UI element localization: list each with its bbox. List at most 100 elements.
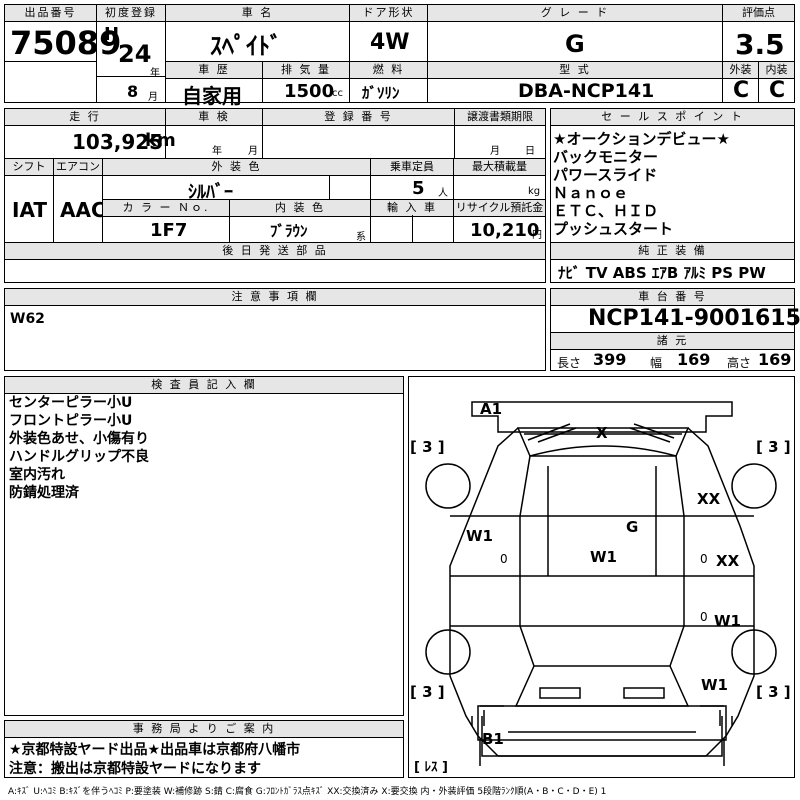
office-label: 事 務 局 よ り ご 案 内 — [5, 721, 403, 738]
mileage-label: 走 行 — [5, 109, 165, 126]
notes-text: W62 — [10, 311, 45, 327]
shift-label: シフト — [5, 159, 53, 176]
regno-label: 登 録 番 号 — [263, 109, 454, 126]
grade-label: グ レ ー ド — [428, 5, 722, 22]
year-unit: 年 — [150, 68, 160, 79]
car-diagram — [425, 401, 777, 766]
score: 3.5 — [735, 28, 785, 61]
interior-label: 内 装 色 — [230, 200, 370, 217]
colorno-label: カ ラ ー Ｎｏ. — [103, 200, 229, 217]
history: 自家用 — [182, 84, 242, 108]
spec-box — [4, 108, 546, 283]
lot-number: 75089 — [10, 24, 122, 62]
later-label: 後 日 発 送 部 品 — [5, 243, 545, 260]
displacement: 1500 — [284, 81, 335, 102]
color-label: 外 装 色 — [103, 159, 370, 176]
office-line2: 注意：搬出は京都特設ヤードになります — [9, 761, 261, 777]
notes-box — [4, 288, 546, 371]
legend: A:ｷｽﾞ U:ﾍｺﾐ B:ｷｽﾞを伴うﾍｺﾐ P:要塗装 W:補修跡 S:錆 … — [8, 787, 607, 797]
name-label: 車 名 — [166, 5, 349, 22]
mark-front-bumper: A1 — [480, 400, 503, 418]
height-label: 高さ — [727, 356, 752, 370]
reg-month: 8 — [127, 82, 139, 101]
tr-day-unit: 日 — [525, 146, 535, 157]
recycle-unit: 円 — [532, 230, 542, 241]
mileage-unit: km — [145, 130, 176, 151]
office-box — [4, 720, 404, 778]
length: 399 — [593, 350, 627, 369]
equipment-items: ﾅﾋﾞ TV ABS ｴｱB ｱﾙﾐ PS PW — [558, 264, 766, 282]
notes-label: 注 意 事 項 欄 — [5, 289, 545, 306]
mark-left-door: W1 — [466, 527, 493, 545]
sales-box — [550, 108, 795, 283]
inspector-label: 検 査 員 記 入 欄 — [5, 377, 403, 394]
reg-year: 24 — [118, 40, 152, 68]
int-grade: C — [769, 78, 786, 103]
spare-tire: [ ﾚｽ ] — [414, 760, 448, 775]
mark-zero-right: 0 — [700, 552, 708, 566]
tr-month-unit: 月 — [490, 146, 500, 157]
inspection-label: 車 検 — [166, 109, 262, 126]
mark-roof: G — [626, 518, 639, 536]
car-name: ｽﾍﾟｲﾄﾞ — [210, 32, 282, 60]
colorno: 1F7 — [150, 220, 188, 241]
month-unit: 月 — [148, 92, 158, 103]
fuel-label: 燃 料 — [350, 62, 427, 79]
era: H — [104, 24, 120, 45]
capacity-label: 乗車定員 — [371, 159, 453, 176]
door-label: ドア形状 — [350, 5, 427, 22]
header-box — [4, 4, 795, 103]
ac: AAC — [60, 198, 106, 222]
mark-zero-left: 0 — [500, 552, 508, 566]
chassis-box — [550, 288, 795, 371]
mark-windshield: X — [596, 424, 608, 442]
model-label: 型 式 — [428, 62, 722, 79]
mileage: 103,925 — [72, 130, 164, 154]
recycle-label: リサイクル預託金 — [454, 200, 545, 217]
ext-label: 外装 — [723, 62, 758, 79]
ext-grade: C — [733, 78, 750, 103]
tire-rr: [ 3 ] — [756, 683, 791, 701]
width: 169 — [677, 350, 711, 369]
dims-label: 諸 元 — [551, 333, 794, 350]
interior-unit: 系 — [356, 232, 366, 243]
score-label: 評価点 — [723, 5, 794, 22]
disp-unit: cc — [332, 88, 343, 99]
mark-center: W1 — [590, 548, 617, 566]
mark-zero-right2: 0 — [700, 610, 708, 624]
tire-fl: [ 3 ] — [410, 438, 445, 456]
door-type: 4W — [370, 30, 410, 55]
history-label: 車 歴 — [166, 62, 262, 79]
recycle: 10,210 — [470, 220, 540, 241]
mark-right-door: XX — [716, 552, 740, 570]
tire-rl: [ 3 ] — [410, 683, 445, 701]
capacity-unit: 人 — [438, 188, 448, 199]
width-label: 幅 — [650, 356, 663, 370]
mark-rear-bumper: B1 — [482, 730, 504, 748]
color: ｼﾙﾊﾞｰ — [188, 182, 233, 203]
tire-fr: [ 3 ] — [756, 438, 791, 456]
disp-label: 排 気 量 — [263, 62, 349, 79]
grade: G — [565, 30, 585, 58]
int-label: 内装 — [759, 62, 794, 79]
sales-label: セ ー ル ス ポ イ ン ト — [551, 109, 794, 126]
chassis-number: NCP141-9001615 — [588, 306, 800, 331]
transfer-label: 譲渡書類期限 — [455, 109, 545, 126]
height: 169 — [758, 350, 792, 369]
ins-year-unit: 年 — [212, 146, 222, 157]
load-unit: kg — [528, 186, 541, 197]
model: DBA-NCP141 — [518, 80, 655, 102]
office-line1: ★京都特設ヤード出品★出品車は京都府八幡市 — [9, 742, 301, 758]
ac-label: エアコン — [54, 159, 102, 176]
diagram-box — [408, 376, 795, 778]
first-reg-label: 初度登録 — [97, 5, 165, 22]
mark-right-rear-door: W1 — [714, 612, 741, 630]
shift: IAT — [12, 198, 48, 222]
ins-month-unit: 月 — [248, 146, 258, 157]
inspector-lines: センターピラー小U フロントピラー小U 外装色あせ、小傷有り ハンドルグリップ不… — [9, 395, 149, 501]
mark-fr-fender: XX — [697, 490, 721, 508]
equipment-label: 純 正 装 備 — [551, 243, 794, 260]
length-label: 長さ — [557, 356, 582, 370]
inspector-box — [4, 376, 404, 716]
interior: ﾌﾞﾗｳﾝ — [270, 222, 308, 240]
